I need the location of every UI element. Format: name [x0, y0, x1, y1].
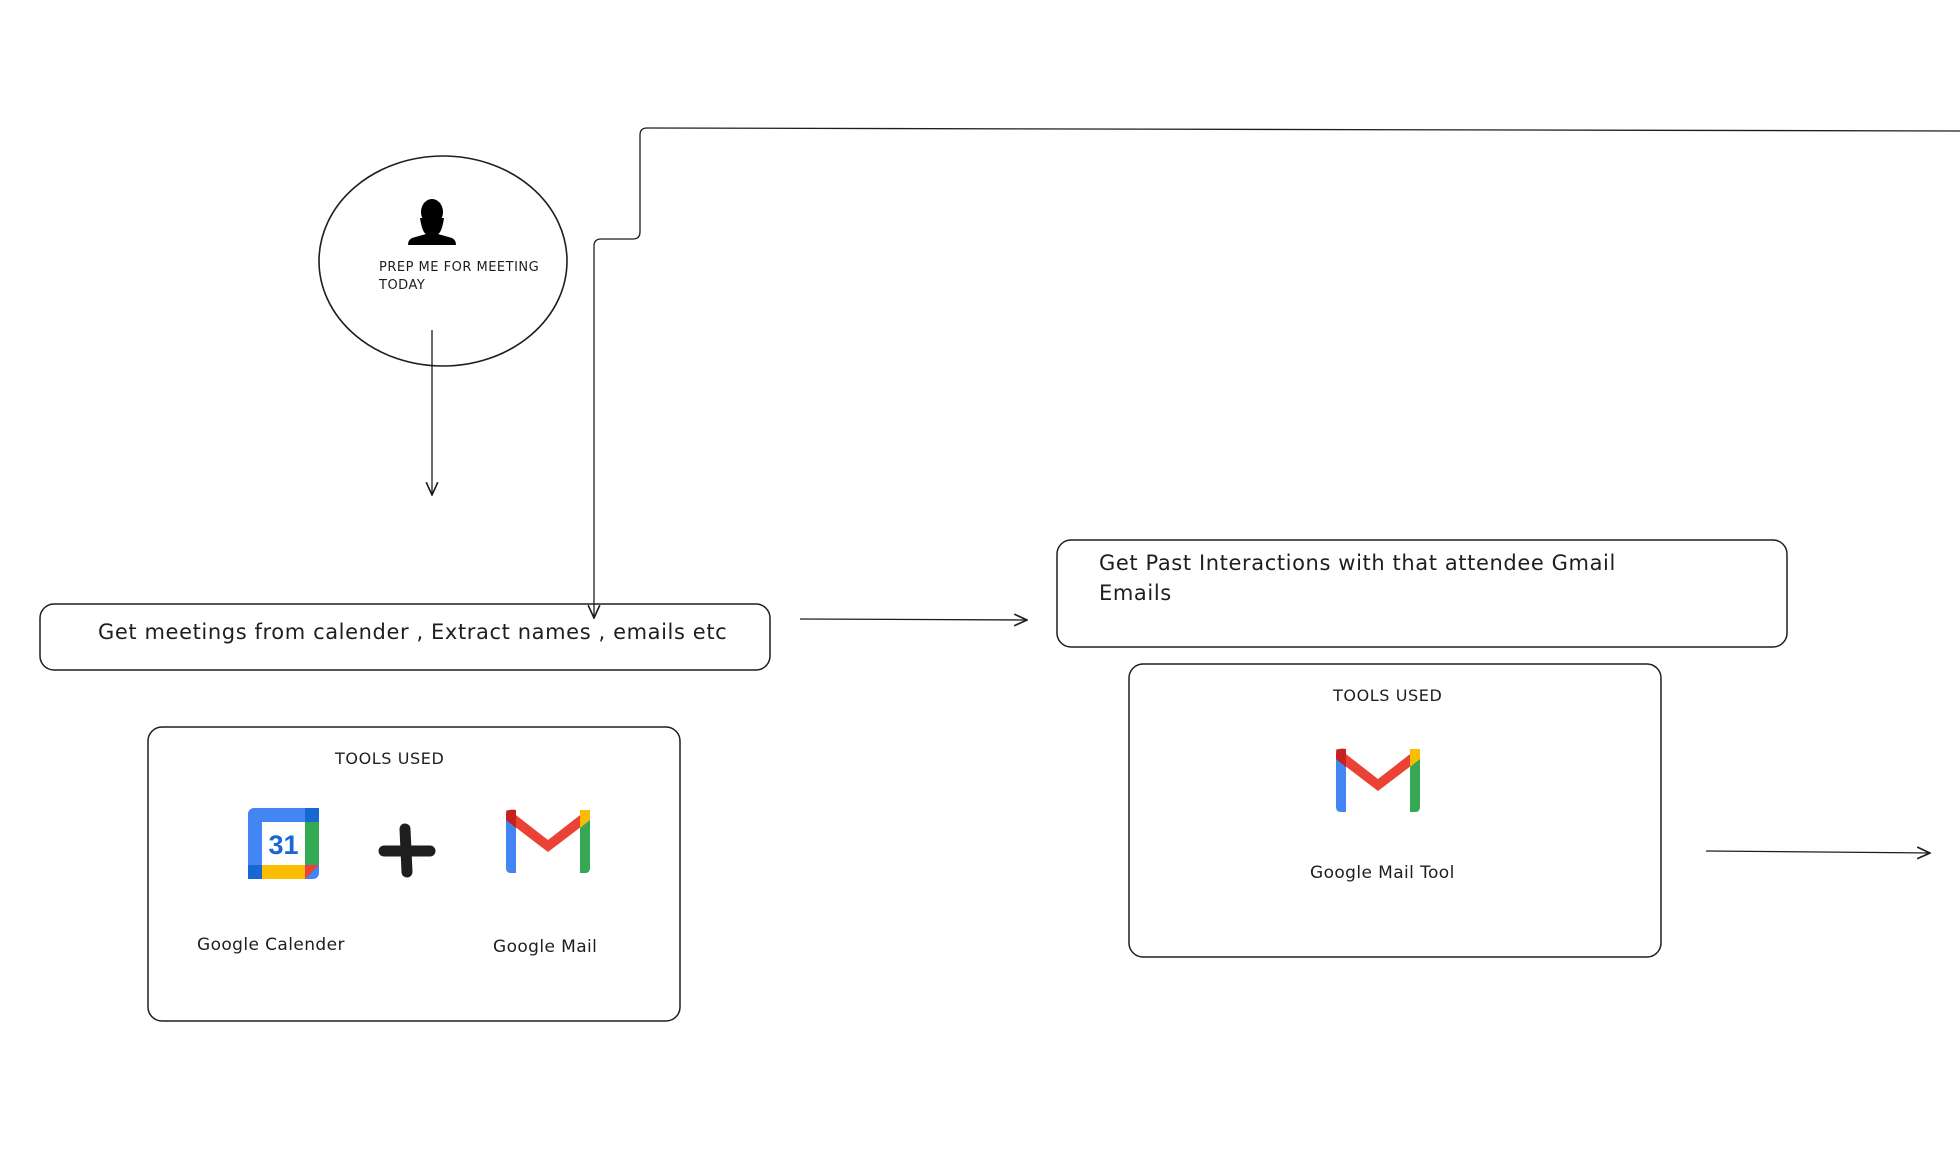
arrow-panel2-out — [1705, 851, 1930, 853]
tools-panel-1-title: TOOLS USED — [335, 749, 445, 768]
step2-box[interactable] — [1056, 539, 1788, 648]
google-calendar-icon: 31 — [248, 808, 319, 879]
arrow-step1-to-step2 — [799, 619, 1027, 620]
tools-panel-2-title: TOOLS USED — [1333, 686, 1443, 705]
plus-icon — [378, 823, 436, 878]
prompt-bubble[interactable] — [318, 155, 568, 367]
connector-feedback-loop — [594, 127, 1960, 618]
calendar-date-text: 31 — [268, 830, 298, 860]
step1-box[interactable] — [39, 603, 771, 671]
tools-panel-1[interactable] — [147, 726, 681, 1022]
step2-label: Get Past Interactions with that attendee… — [1099, 551, 1616, 605]
google-calendar-label: Google Calender — [197, 935, 345, 955]
gmail-icon — [1336, 748, 1420, 812]
step1-label: Get meetings from calender , Extract nam… — [98, 620, 728, 644]
google-mail-tool-label: Google Mail Tool — [1310, 863, 1455, 883]
gmail-icon — [506, 809, 590, 873]
prompt-text: PREP ME FOR MEETING TODAY — [379, 260, 540, 293]
google-mail-label: Google Mail — [493, 937, 598, 957]
tools-panel-2[interactable] — [1128, 663, 1662, 958]
user-silhouette-icon — [408, 199, 456, 245]
